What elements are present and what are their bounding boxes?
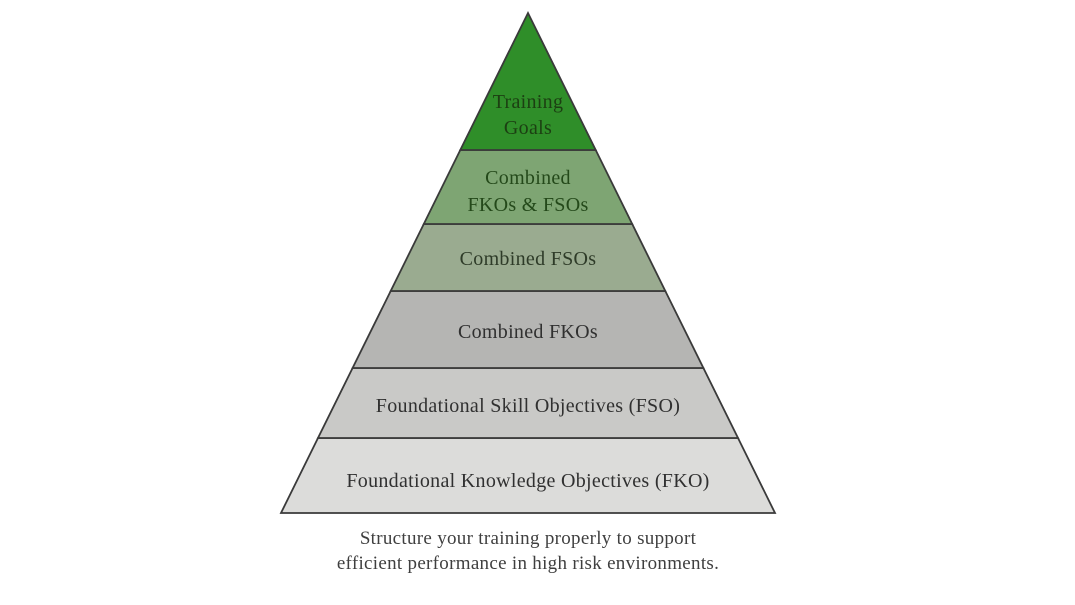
pyramid-level-2-label-line-1: Combined: [485, 167, 571, 189]
pyramid-level-4-label: Combined FKOs: [458, 321, 598, 343]
caption-line-2: efficient performance in high risk envir…: [337, 553, 719, 574]
pyramid-level-1-label-line-1: Training: [493, 91, 564, 113]
pyramid-level-2-label-line-2: FKOs & FSOs: [467, 194, 588, 216]
pyramid-level-1-shape: [458, 10, 598, 151]
pyramid-level-5-label: Foundational Skill Objectives (FSO): [376, 395, 680, 417]
pyramid-level-1-label-line-2: Goals: [504, 117, 552, 139]
caption-line-1: Structure your training properly to supp…: [360, 528, 697, 549]
pyramid-level-6-label: Foundational Knowledge Objectives (FKO): [346, 470, 709, 492]
pyramid-level-3-label: Combined FSOs: [460, 248, 597, 270]
